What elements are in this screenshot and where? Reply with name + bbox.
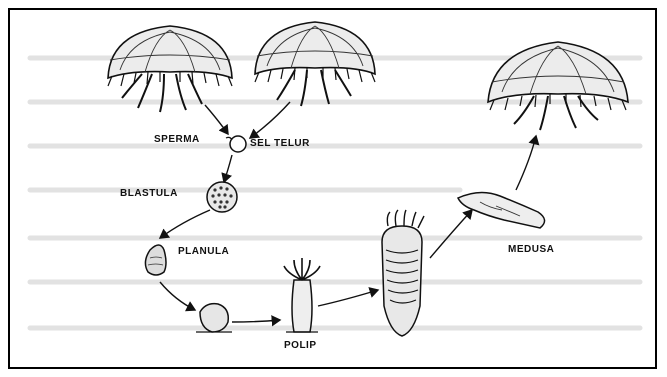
- label-sel-telur: SEL TELUR: [250, 138, 310, 149]
- jellyfish-left: [108, 26, 232, 112]
- polyp: [284, 258, 320, 332]
- figure-frame: SPERMA SEL TELUR BLASTULA PLANULA POLIP …: [8, 8, 657, 369]
- life-cycle-diagram: [10, 10, 657, 369]
- blastula: [207, 182, 237, 212]
- arrow-sperm: [205, 105, 228, 134]
- settled-larva: [196, 304, 232, 332]
- arrow-to-strobila: [318, 290, 378, 306]
- arrow-egg: [250, 102, 290, 138]
- arrow-to-adult: [516, 136, 536, 190]
- arrow-to-planula: [160, 210, 210, 238]
- arrow-to-settled: [160, 282, 195, 310]
- arrow-to-polyp: [232, 320, 280, 322]
- arrow-to-ephyra: [430, 210, 472, 258]
- strobila: [382, 210, 424, 336]
- label-blastula: BLASTULA: [120, 188, 178, 199]
- jellyfish-right: [255, 22, 375, 106]
- egg-cell: [226, 136, 246, 152]
- jellyfish-adult-right: [488, 42, 628, 130]
- label-sperma: SPERMA: [154, 134, 200, 145]
- label-polip: POLIP: [284, 340, 317, 351]
- planula: [145, 245, 166, 275]
- label-medusa: MEDUSA: [508, 244, 554, 255]
- arrow-to-blastula: [224, 155, 232, 182]
- label-planula: PLANULA: [178, 246, 229, 257]
